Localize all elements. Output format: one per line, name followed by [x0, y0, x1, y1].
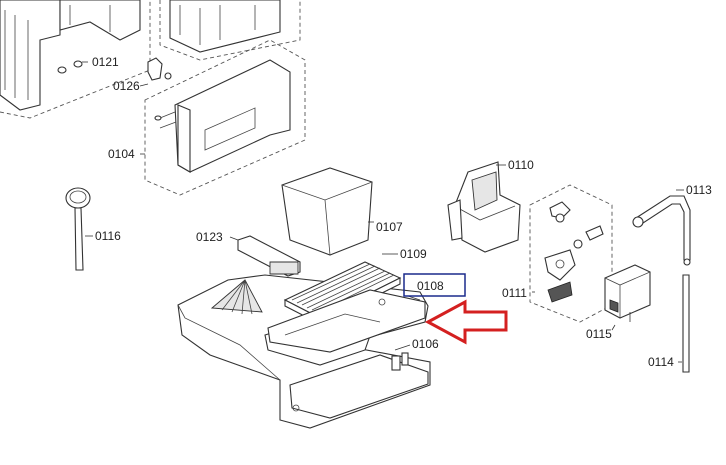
part-0113-tube [632, 189, 691, 266]
label-0113: 0113 [686, 183, 712, 197]
label-0121: 0121 [92, 55, 119, 69]
part-0116-spoon [65, 187, 93, 271]
label-0114: 0114 [648, 355, 674, 369]
label-0126: 0126 [113, 79, 140, 93]
label-0116: 0116 [95, 229, 121, 243]
label-0108: 0108 [417, 279, 444, 293]
label-0123: 0123 [196, 230, 223, 244]
red-outline-arrow-icon [424, 299, 508, 345]
part-0104-cover [140, 39, 306, 196]
part-0114-rod [678, 274, 690, 373]
label-0106: 0106 [412, 337, 439, 351]
part-0111-group [529, 184, 613, 323]
highlight-box-0108 [403, 273, 466, 297]
part-0107-container [281, 167, 374, 256]
part-0115-module [604, 264, 651, 331]
part-0123-bracket [229, 235, 301, 277]
label-0110: 0110 [508, 158, 534, 172]
part-0126-clip [139, 57, 172, 87]
label-0111: 0111 [502, 286, 527, 300]
label-0107: 0107 [376, 220, 403, 234]
part-0108-drip-plate [267, 289, 426, 353]
label-0104: 0104 [108, 147, 135, 161]
part-0110-assembly [447, 161, 521, 253]
label-0109: 0109 [400, 247, 427, 261]
top-center-unit [159, 0, 301, 61]
label-0115: 0115 [586, 327, 612, 341]
housing-top-left [0, 0, 151, 119]
